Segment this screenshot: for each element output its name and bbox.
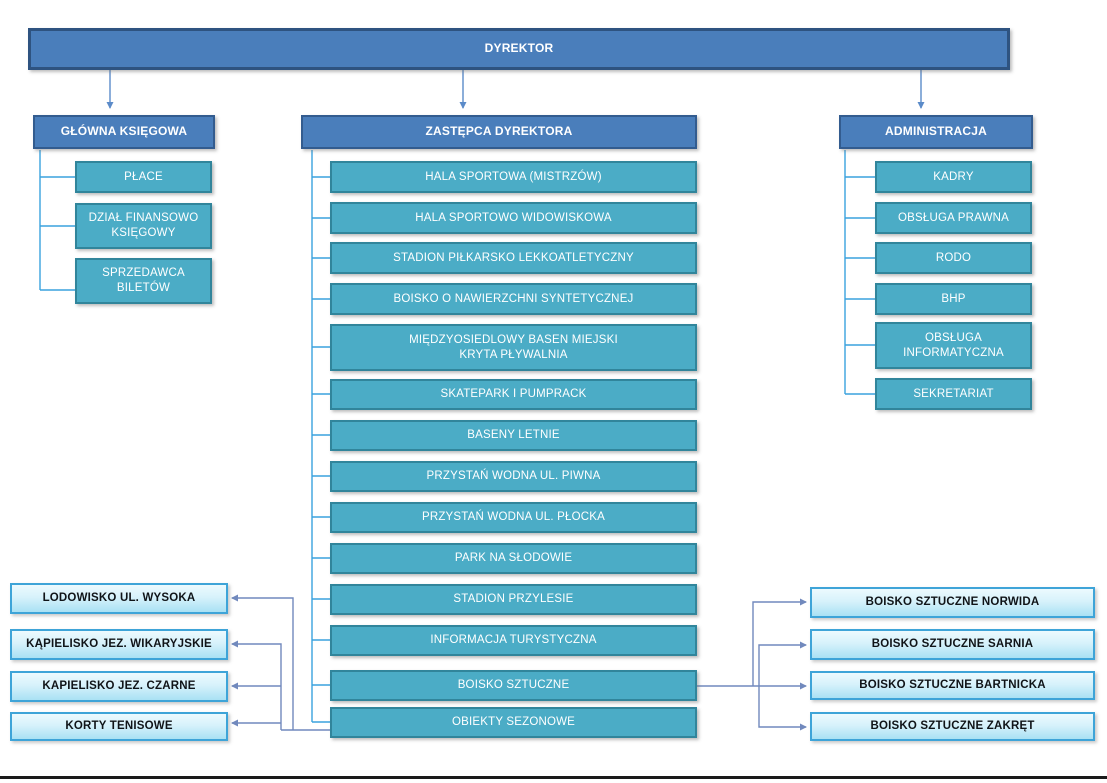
node-rodo: RODO xyxy=(875,242,1032,274)
node-dzial-finansowo-ksiegowy: DZIAŁ FINANSOWO KSIĘGOWY xyxy=(75,203,212,249)
node-hala-sportowo-widowiskowa: HALA SPORTOWO WIDOWISKOWA xyxy=(330,202,697,234)
node-bhp: BHP xyxy=(875,283,1032,315)
node-stadion-pilkarsko-lekkoatletyczny: STADION PIŁKARSKO LEKKOATLETYCZNY xyxy=(330,242,697,274)
node-glowna-ksiegowa: GŁÓWNA KSIĘGOWA xyxy=(33,115,215,149)
node-miedzyosiedlowy-basen-miejski: MIĘDZYOSIEDLOWY BASEN MIEJSKI KRYTA PŁYW… xyxy=(330,324,697,371)
node-przystan-wodna-piwna: PRZYSTAŃ WODNA UL. PIWNA xyxy=(330,461,697,492)
node-dyrektor: DYREKTOR xyxy=(28,28,1010,70)
node-boisko-sztuczne-sarnia: BOISKO SZTUCZNE SARNIA xyxy=(810,629,1095,660)
right-branch-lines xyxy=(844,150,875,395)
node-obiekty-sezonowe: OBIEKTY SEZONOWE xyxy=(330,707,697,738)
node-hala-sportowa-mistrzow: HALA SPORTOWA (MISTRZÓW) xyxy=(330,161,697,193)
root-arrows xyxy=(106,70,925,109)
node-boisko-sztuczne-norwida: BOISKO SZTUCZNE NORWIDA xyxy=(810,587,1095,618)
node-boisko-o-nawierzchni-syntetycznej: BOISKO O NAWIERZCHNI SYNTETYCZNEJ xyxy=(330,283,697,315)
node-kapielisko-jez-wikaryjskie: KĄPIELISKO JEZ. WIKARYJSKIE xyxy=(10,629,228,660)
bottom-rule xyxy=(0,776,1107,779)
node-informacja-turystyczna: INFORMACJA TURYSTYCZNA xyxy=(330,625,697,656)
node-obsluga-prawna: OBSŁUGA PRAWNA xyxy=(875,202,1032,234)
node-boisko-sztuczne-bartnicka: BOISKO SZTUCZNE BARTNICKA xyxy=(810,671,1095,700)
node-sprzedawca-biletow: SPRZEDAWCA BILETÓW xyxy=(75,258,212,304)
node-place: PŁACE xyxy=(75,161,212,193)
node-baseny-letnie: BASENY LETNIE xyxy=(330,420,697,451)
node-kapielisko-jez-czarne: KAPIELISKO JEZ. CZARNE xyxy=(10,671,228,702)
node-boisko-sztuczne: BOISKO SZTUCZNE xyxy=(330,670,697,701)
node-sekretariat: SEKRETARIAT xyxy=(875,378,1032,410)
seasonal-group-lines xyxy=(231,594,330,731)
node-skatepark-i-pumprack: SKATEPARK I PUMPRACK xyxy=(330,379,697,410)
node-kadry: KADRY xyxy=(875,161,1032,193)
node-przystan-wodna-plocka: PRZYSTAŃ WODNA UL. PŁOCKA xyxy=(330,502,697,533)
node-lodowisko-ul-wysoka: LODOWISKO UL. WYSOKA xyxy=(10,583,228,614)
pitch-group-lines xyxy=(697,598,807,731)
node-stadion-przylesie: STADION PRZYLESIE xyxy=(330,584,697,615)
left-branch-lines xyxy=(39,150,75,291)
node-boisko-sztuczne-zakret: BOISKO SZTUCZNE ZAKRĘT xyxy=(810,712,1095,741)
node-korty-tenisowe: KORTY TENISOWE xyxy=(10,712,228,741)
center-branch-lines xyxy=(311,150,330,723)
node-park-na-slodowie: PARK NA SŁODOWIE xyxy=(330,543,697,574)
node-administracja: ADMINISTRACJA xyxy=(839,115,1033,149)
node-zastepca-dyrektora: ZASTĘPCA DYREKTORA xyxy=(301,115,697,149)
node-obsluga-informatyczna: OBSŁUGA INFORMATYCZNA xyxy=(875,322,1032,369)
